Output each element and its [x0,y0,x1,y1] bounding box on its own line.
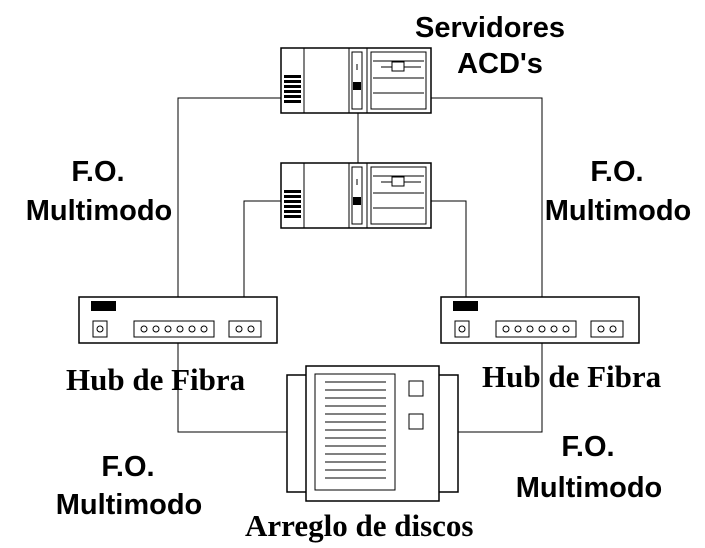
link-server2-hub-right [430,200,467,297]
servers-label-line1: Servidores [415,12,565,44]
server-icon-2 [280,162,432,229]
fiber-links [177,97,543,433]
link-hub-right-disk [458,343,543,433]
disk-array-icon [286,365,459,502]
fo-top-left-line2: Multimodo [25,195,173,227]
fo-top-left-line1: F.O. [71,156,125,188]
hub-left-label: Hub de Fibra [66,362,246,397]
fo-top-right-line2: Multimodo [544,195,692,227]
fo-bottom-right-line1: F.O. [561,431,615,463]
fo-bottom-right-line2: Multimodo [515,472,663,504]
hub-icon-left [78,296,278,344]
servers-label-line2: ACD's [457,48,543,80]
hub-right-label: Hub de Fibra [482,359,662,394]
link-hub-left-disk [177,343,287,433]
disk-array-label: Arreglo de discos [245,508,474,543]
fo-top-right-line1: F.O. [590,156,644,188]
fo-bottom-left-line1: F.O. [101,451,155,483]
link-server2-hub-left [243,200,282,297]
link-server1-hub-left [177,97,282,297]
fo-bottom-left-line2: Multimodo [55,489,203,521]
link-server1-hub-right [430,97,543,297]
hub-icon-right [440,296,640,344]
server-icon-1 [280,47,432,114]
